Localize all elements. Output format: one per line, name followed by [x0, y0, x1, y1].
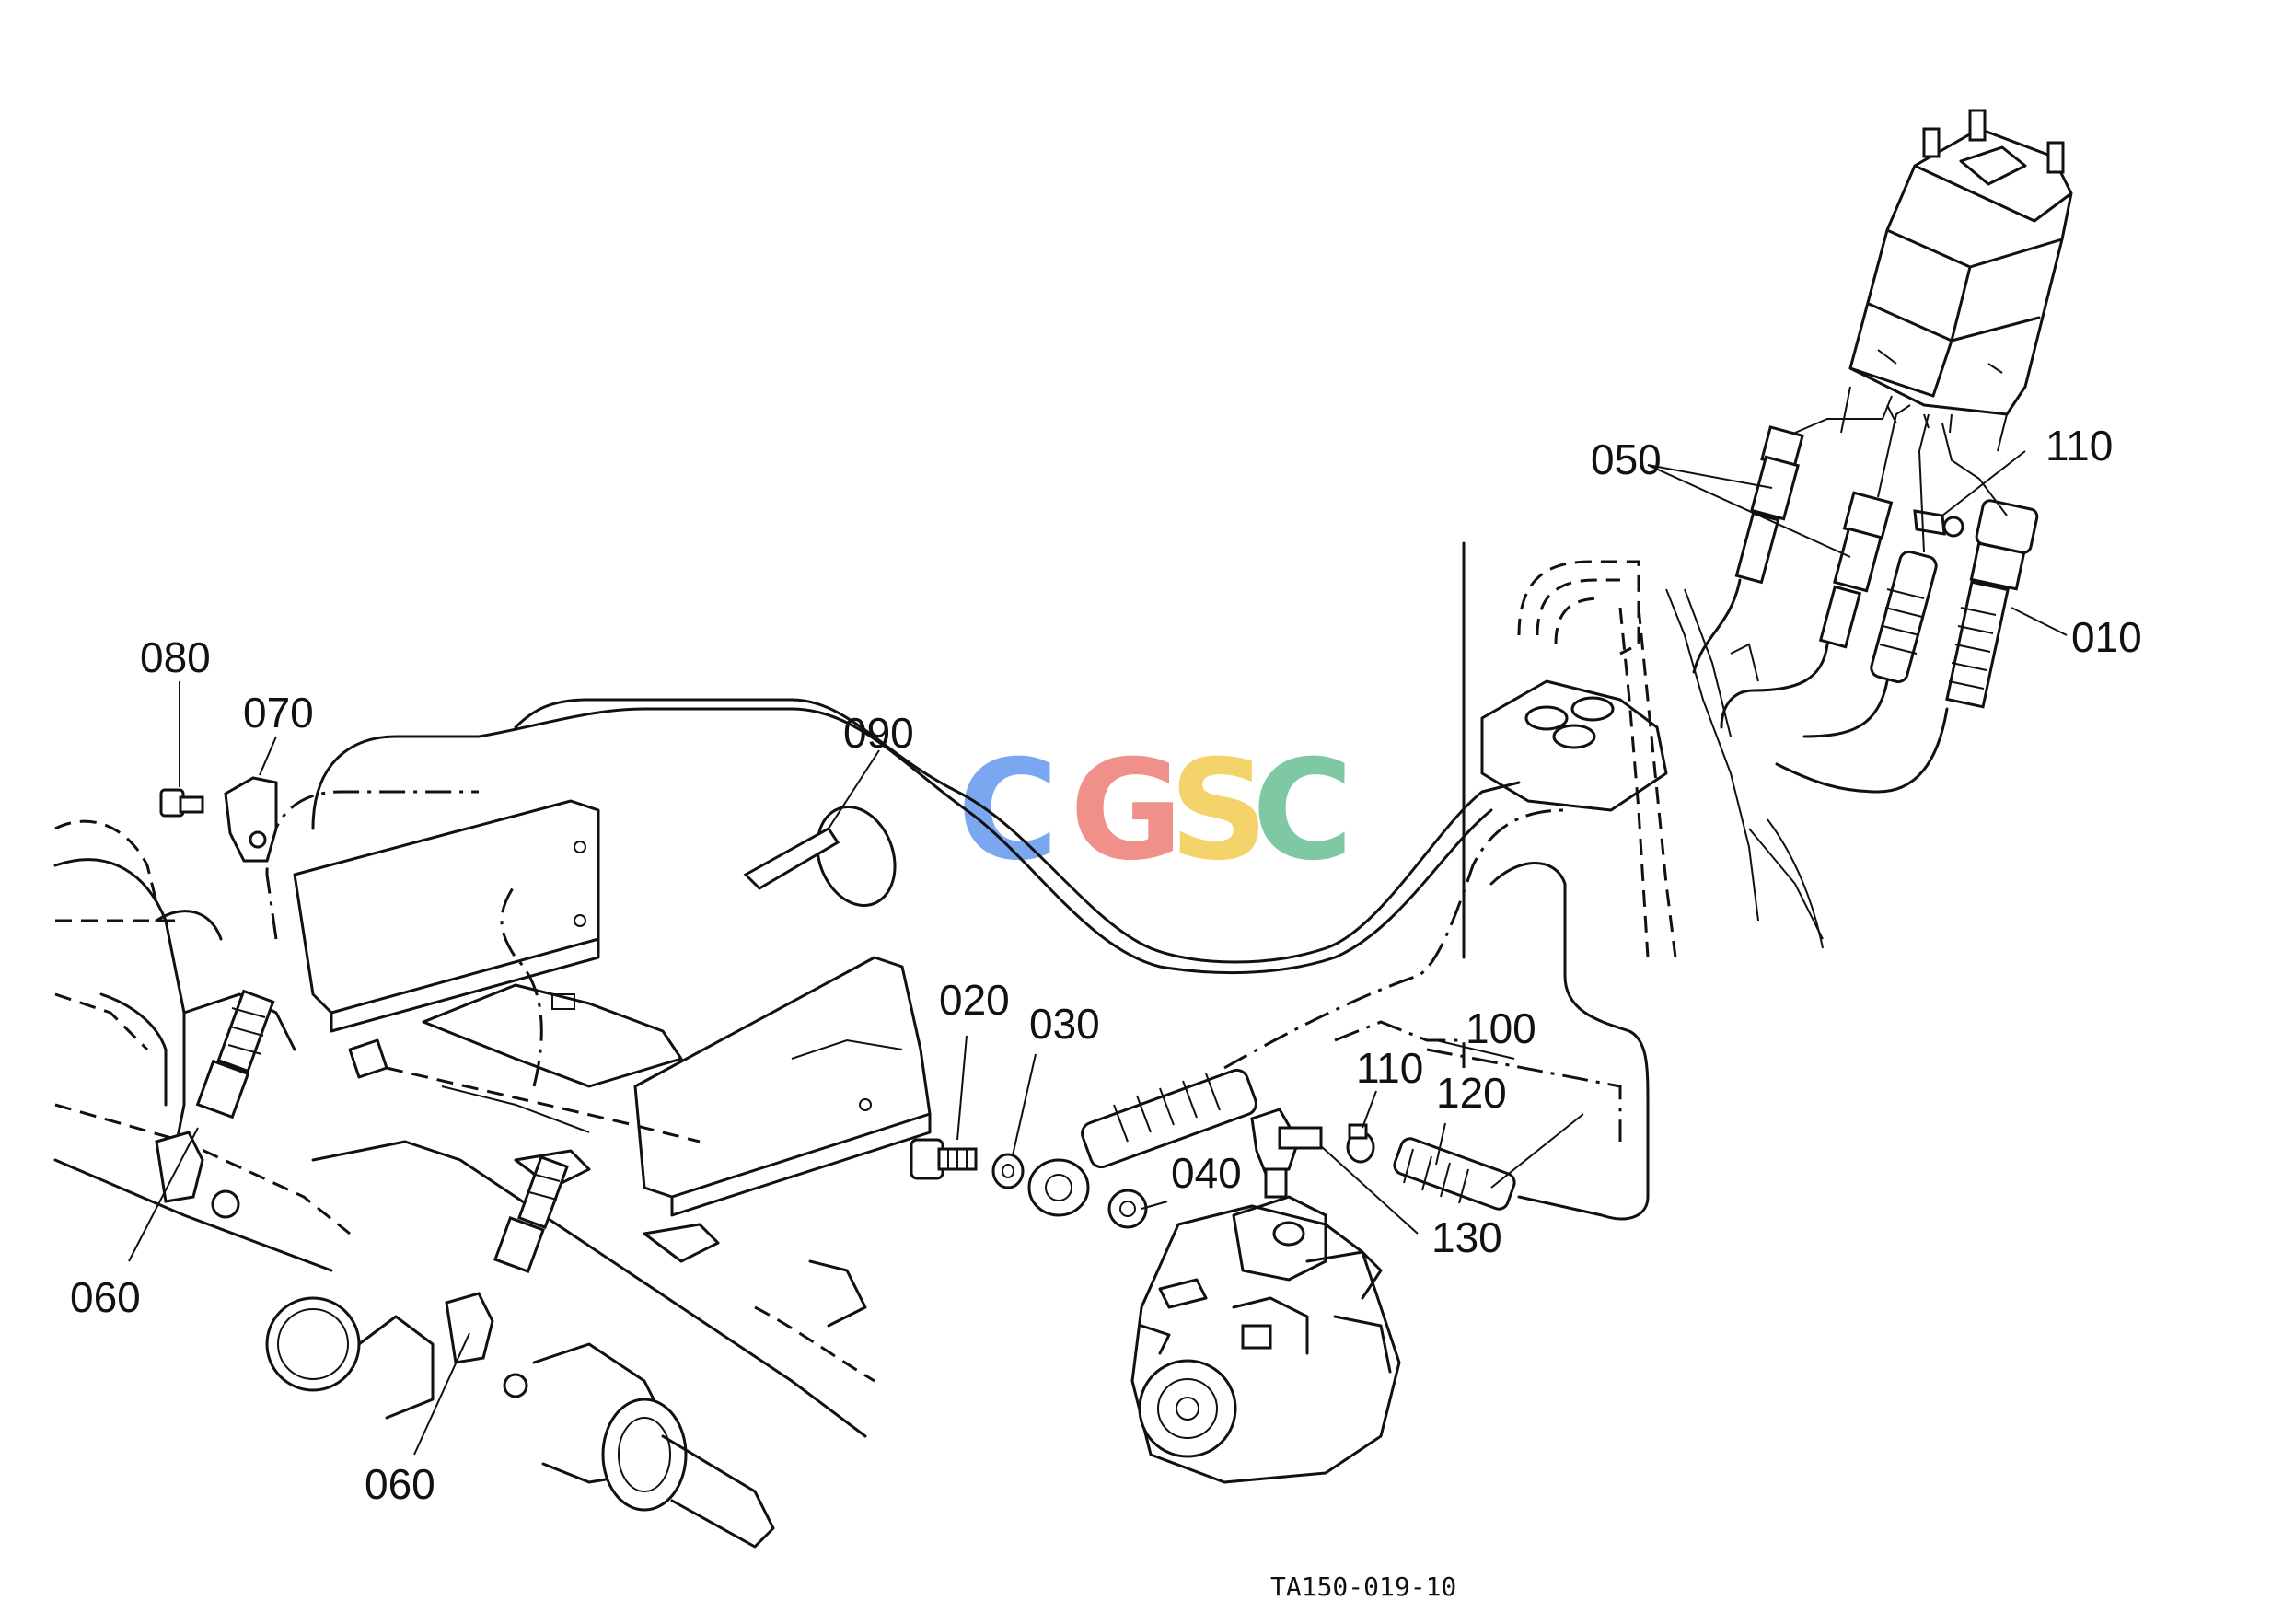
- fitting-010: [1945, 499, 2039, 709]
- label-110-upper: 110: [2045, 422, 2113, 470]
- label-060-left: 060: [70, 1273, 141, 1321]
- label-020: 020: [939, 976, 1010, 1024]
- bolt-left: [211, 1189, 240, 1219]
- upper-fittings-group: [1692, 395, 2039, 794]
- frame-bracket-right: [1462, 541, 1824, 959]
- cap-left: [265, 1296, 361, 1392]
- fitting-060-left: [155, 989, 275, 1203]
- label-030: 030: [1029, 1000, 1100, 1048]
- label-090: 090: [843, 709, 914, 757]
- watermark-letter-c2: C: [1252, 731, 1353, 891]
- plug-020: [910, 1138, 978, 1180]
- clamp-110-lower: [1346, 1123, 1375, 1164]
- injection-pump: [1130, 1195, 1401, 1484]
- pump-stud-2: [1968, 109, 1987, 142]
- watermark-letter-s: S: [1169, 731, 1269, 891]
- pump-stud-1: [1922, 127, 1941, 158]
- sleeve-120: [1393, 1137, 1516, 1211]
- washer-030: [991, 1153, 1025, 1189]
- label-130: 130: [1431, 1213, 1502, 1261]
- washer-040: [1107, 1189, 1148, 1229]
- engine-block-left: [53, 819, 875, 1549]
- fitting-050-left: [1734, 425, 1804, 585]
- watermark-letter-c1: C: [957, 731, 1059, 891]
- pump-drive-gear: [1138, 1359, 1237, 1458]
- part-labels: 010 020 030 040 050 060 060 070 080 090 …: [70, 422, 2142, 1508]
- label-080: 080: [140, 633, 211, 681]
- label-120: 120: [1436, 1069, 1507, 1117]
- bolt-080: [159, 788, 204, 818]
- banjo-eye: [1027, 1158, 1090, 1217]
- watermark: C G S C: [957, 731, 1353, 891]
- hose-routes: [265, 698, 1650, 1221]
- label-010: 010: [2071, 613, 2142, 661]
- clip-070: [224, 776, 278, 863]
- drawing-code: TA150-019-10: [1270, 1572, 1456, 1602]
- bolt-right: [503, 1373, 528, 1398]
- hydraulic-pump-illustration: [1840, 109, 2073, 452]
- fitting-060-right: [445, 1155, 569, 1364]
- fitting-050-right: [1818, 491, 1894, 649]
- mounting-rails: [293, 799, 932, 1217]
- hose-center: [1081, 1068, 1257, 1169]
- label-070: 070: [243, 689, 314, 737]
- elbow-130: [1250, 1108, 1323, 1199]
- pump-stud-3: [2046, 141, 2065, 174]
- label-060-right: 060: [365, 1460, 435, 1508]
- leader-lines: [128, 450, 2068, 1456]
- watermark-letter-g: G: [1070, 731, 1183, 891]
- label-050: 050: [1591, 435, 1662, 483]
- shaft-end: [601, 1398, 688, 1512]
- label-110-lower: 110: [1356, 1044, 1423, 1092]
- label-040: 040: [1171, 1149, 1242, 1197]
- label-100: 100: [1466, 1004, 1536, 1052]
- cable-tie-090: [743, 806, 897, 907]
